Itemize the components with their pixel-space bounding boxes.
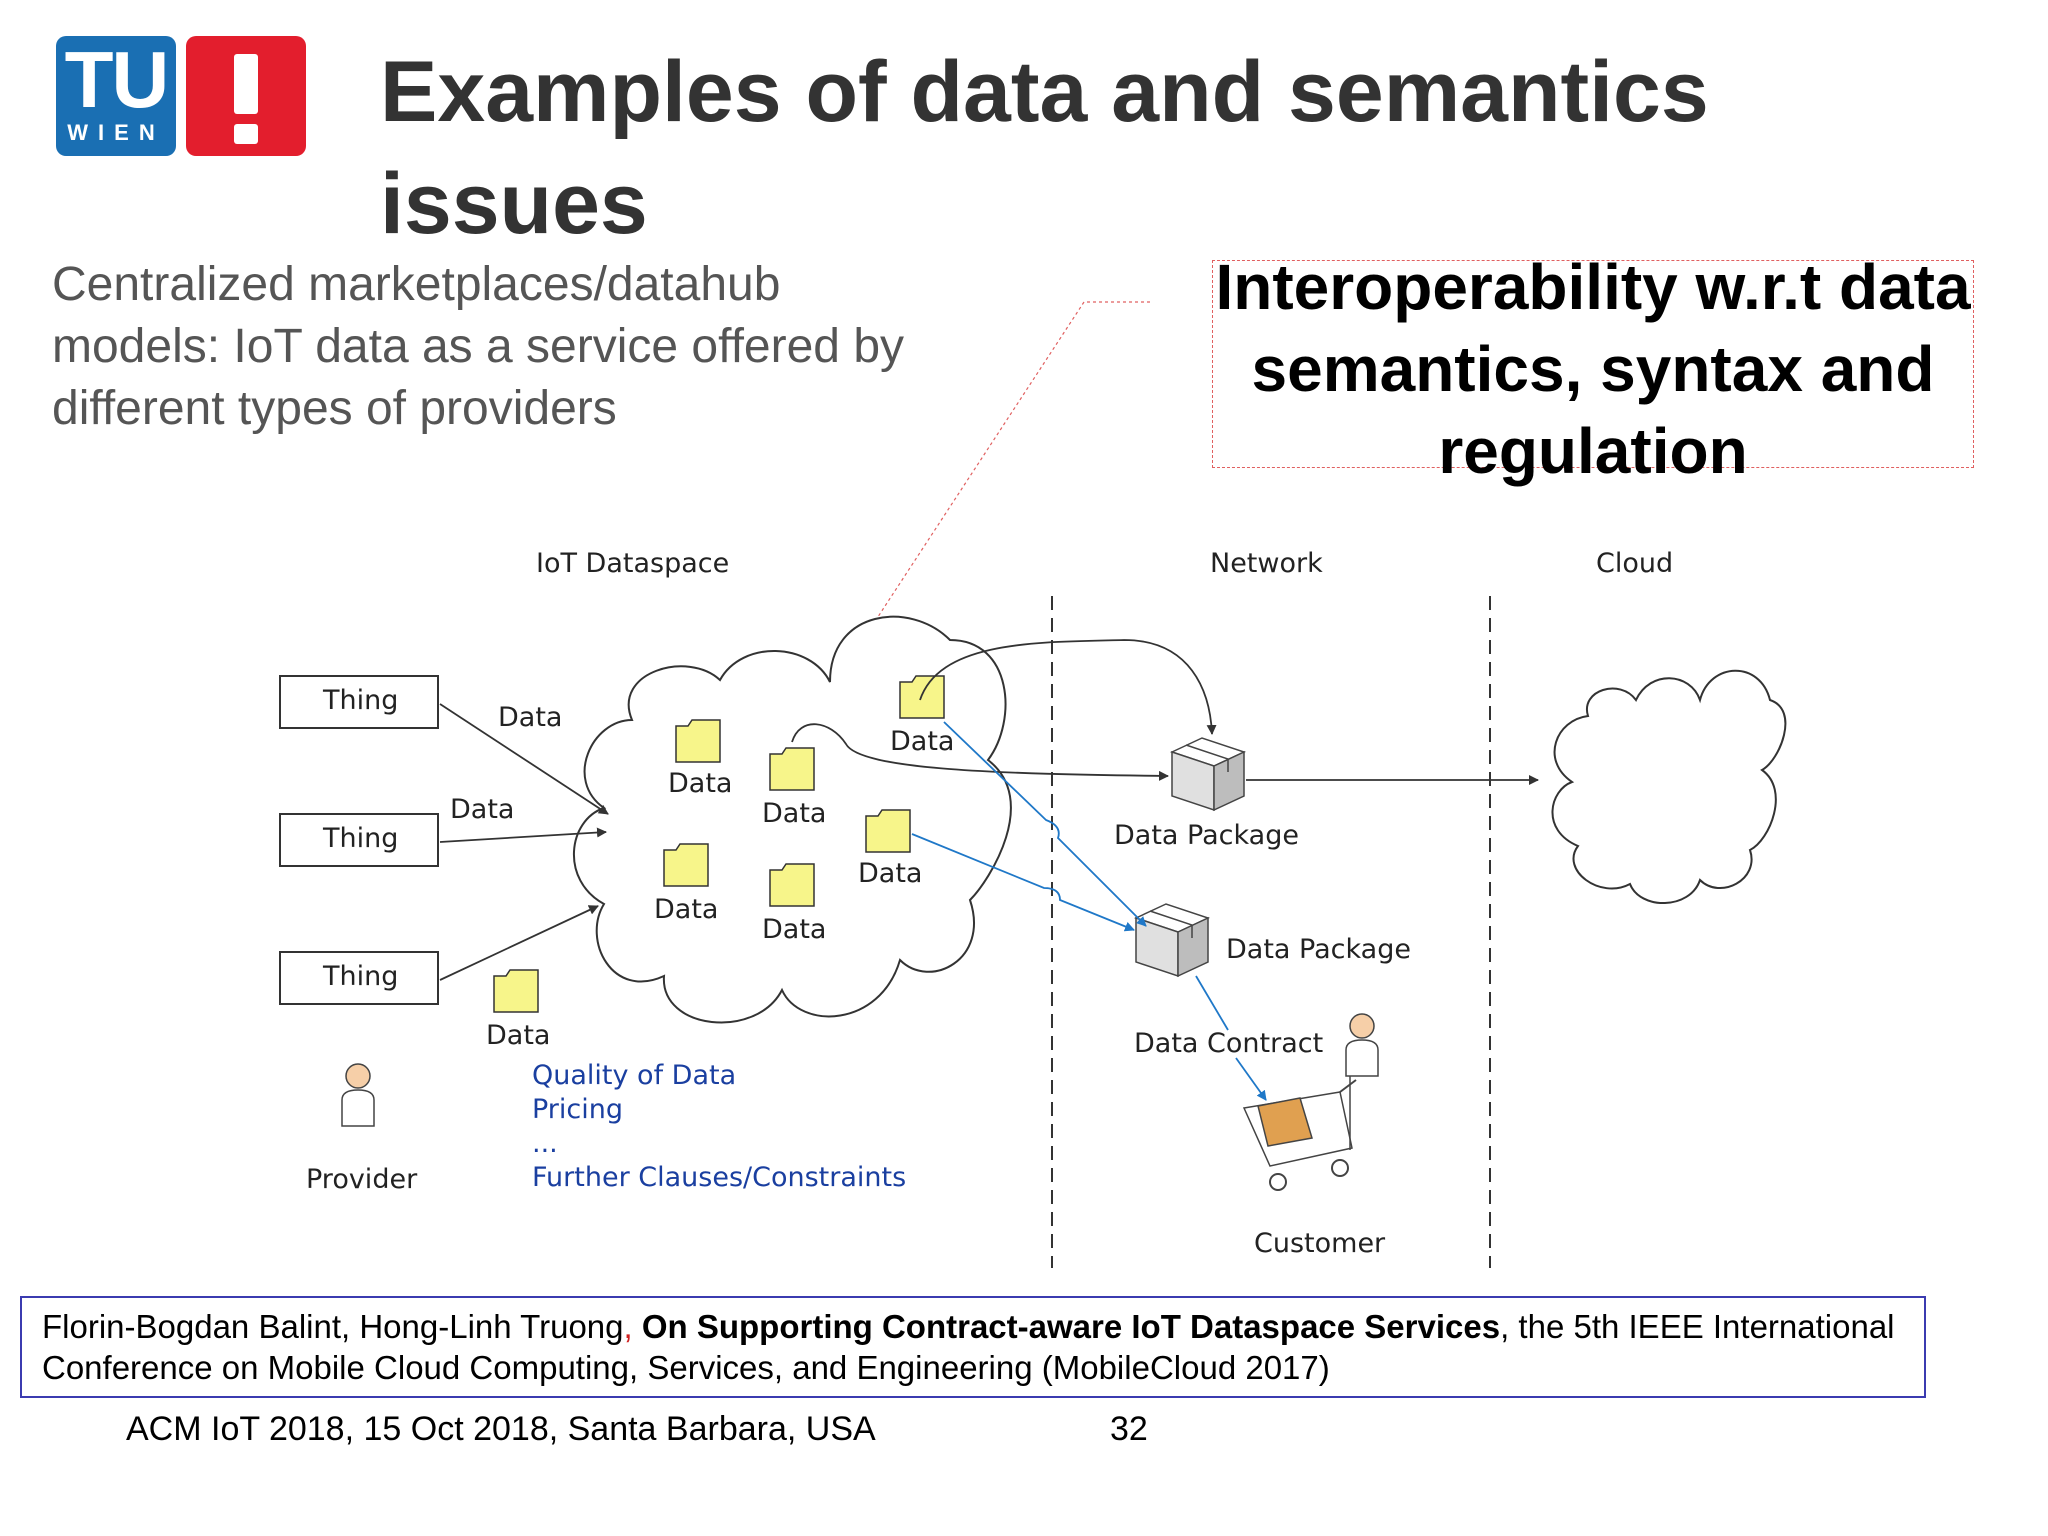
clause-further: Further Clauses/Constraints	[532, 1162, 906, 1193]
data-folder-label: Data	[654, 894, 718, 925]
data-package-label: Data Package	[1114, 820, 1299, 851]
reference-authors: Florin-Bogdan Balint, Hong-Linh Truong	[42, 1308, 624, 1345]
data-folder: Data	[890, 675, 954, 757]
clause-quality: Quality of Data	[532, 1060, 736, 1091]
data-folder-provider: Data	[486, 969, 550, 1051]
data-folder-label: Data	[762, 914, 826, 945]
data-folder: Data	[762, 863, 826, 945]
cloud-shape	[1551, 669, 1787, 904]
reference-venue: , the 5th IEEE International Conference …	[42, 1308, 1895, 1386]
data-folder-label: Data	[486, 1020, 550, 1051]
arrow-data-label: Data	[450, 794, 514, 825]
thing-label: Thing	[322, 823, 398, 854]
network-header: Network	[1210, 548, 1323, 579]
data-package-top: Data Package	[1114, 737, 1299, 851]
data-folder: Data	[654, 843, 718, 925]
data-folder: Data	[762, 747, 826, 829]
customer-cart-icon	[1242, 1013, 1379, 1191]
tu-logo-box: TU WIEN	[56, 36, 176, 156]
blue-data-arrow-2	[911, 833, 1135, 932]
data-contract-label: Data Contract	[1134, 1028, 1323, 1059]
blue-data-arrow-1	[943, 721, 1147, 927]
data-folder-label: Data	[668, 768, 732, 799]
footer-event: ACM IoT 2018, 15 Oct 2018, Santa Barbara…	[126, 1410, 876, 1448]
wien-logo-text: WIEN	[67, 120, 165, 145]
provider-person-icon	[341, 1063, 375, 1127]
data-folder-label: Data	[858, 858, 922, 889]
data-folder: Data	[858, 809, 922, 889]
slide-title: Examples of data and semantics issues	[380, 44, 1709, 252]
reference-comma: ,	[623, 1308, 633, 1345]
thing-data-arrow-3	[439, 905, 599, 981]
thing-label: Thing	[322, 685, 398, 716]
data-folder-label: Data	[762, 798, 826, 829]
reference-text: Florin-Bogdan Balint, Hong-Linh Truong, …	[42, 1306, 1902, 1388]
thing-data-arrow-2	[439, 827, 607, 843]
thing-label: Thing	[322, 961, 398, 992]
callout-text: Interoperability w.r.t data semantics, s…	[1215, 251, 1971, 487]
thing-box-3: Thing	[279, 951, 439, 1005]
tu-logo-text: TU	[64, 35, 170, 124]
thing-box-2: Thing	[279, 813, 439, 867]
thing-data-arrow-1	[439, 703, 609, 815]
data-package-label: Data Package	[1226, 934, 1411, 965]
iot-dataspace-header: IoT Dataspace	[536, 548, 729, 579]
data-package-bottom: Data Package	[1135, 903, 1411, 977]
reference-paper-title: On Supporting Contract-aware IoT Dataspa…	[641, 1308, 1501, 1345]
thing-box-1: Thing	[279, 675, 439, 729]
page-number: 32	[1110, 1410, 1148, 1448]
reference-box	[20, 1296, 1926, 1398]
arrow-data-label: Data	[498, 702, 562, 733]
customer-label: Customer	[1254, 1228, 1386, 1259]
cloud-header: Cloud	[1596, 548, 1673, 579]
clause-pricing: Pricing	[532, 1094, 623, 1125]
contract-to-cart-arrow	[1235, 1057, 1267, 1101]
clause-ellipsis: ...	[532, 1128, 558, 1159]
data-folder: Data	[668, 719, 732, 799]
data-to-package-arrow	[919, 639, 1217, 735]
callout-connector	[833, 301, 1150, 685]
data-to-package-arrow-2	[791, 723, 1169, 781]
package-contract-line	[1195, 975, 1229, 1031]
exclamation-logo-icon	[186, 36, 306, 156]
data-folder-label: Data	[890, 726, 954, 757]
callout-box	[1212, 260, 1974, 468]
intro-text: Centralized marketplaces/datahub models:…	[52, 258, 905, 435]
provider-label: Provider	[306, 1164, 418, 1195]
